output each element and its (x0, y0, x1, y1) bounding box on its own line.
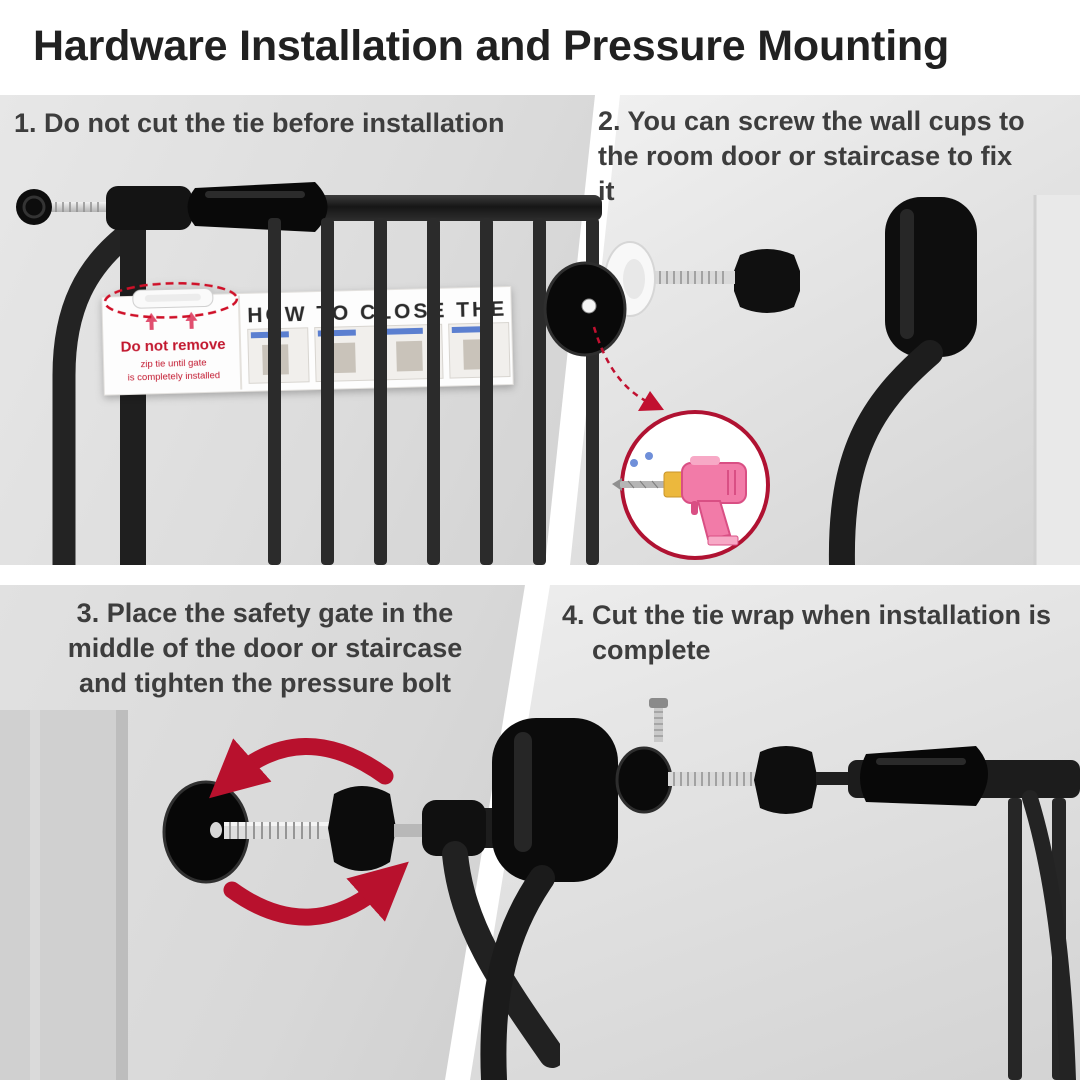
wall-cup-disc (543, 261, 627, 357)
threaded-rod (224, 822, 332, 839)
step-4-label: 4. Cut the tie wrap when installation is… (562, 600, 1052, 666)
warning-title: Do not remove (120, 336, 225, 356)
rotate-arrow-bottom-icon (223, 861, 409, 926)
small-screw (649, 698, 668, 742)
zip-tie-slot (144, 293, 201, 302)
grip-highlight (205, 191, 305, 198)
tension-knob (754, 746, 818, 814)
gate-support-leg (442, 841, 560, 1068)
gate-support-leg (52, 218, 145, 565)
door-frame (0, 710, 128, 1080)
drill-icon (612, 452, 747, 546)
dashed-arrow-icon (592, 326, 647, 403)
rotate-arrow-top-icon (209, 738, 394, 799)
warning-line2: zip tie until gate (140, 357, 206, 370)
gate-support-leg-right (1022, 790, 1076, 1080)
grip-handle (187, 182, 328, 232)
door-edge (1035, 195, 1080, 565)
wall-cup-exploded-photo (543, 195, 1080, 565)
up-arrow-icons (145, 311, 198, 330)
grip-handle (860, 746, 988, 806)
drill-badge (612, 410, 770, 560)
rail-bracket (106, 186, 192, 230)
gate-support-leg (480, 865, 555, 1080)
threaded-rod (655, 271, 735, 284)
step-2-label: 2. You can screw the wall cups to the ro… (598, 106, 1025, 207)
tighten-bolt-photo (0, 710, 560, 1080)
rod-stub (816, 772, 852, 785)
page-title: Hardware Installation and Pressure Mount… (33, 22, 950, 70)
warning-label: Do not remove zip tie until gate is comp… (101, 282, 514, 396)
tension-knob (328, 786, 396, 871)
gate-post (492, 718, 618, 882)
gate-post (885, 197, 977, 357)
rail-bracket (422, 800, 486, 856)
gate-with-warning-label-photo: Do not remove zip tie until gate is comp… (16, 182, 602, 565)
assembled-gate-photo (480, 698, 1080, 1080)
dashed-arrow-head (638, 391, 664, 411)
threaded-rod (668, 772, 756, 786)
wall-cup-disc (615, 746, 673, 814)
pressure-bolt (16, 189, 108, 225)
thumbnail (448, 322, 511, 379)
grip-highlight (876, 758, 966, 765)
rod-stub (394, 824, 424, 837)
tension-knob (734, 249, 800, 313)
gate-support-leg (828, 340, 943, 565)
warning-line3: is completely installed (128, 370, 221, 383)
step-3-label: 3. Place the safety gate in the middle o… (67, 598, 463, 699)
step-1-label: 1. Do not cut the tie before installatio… (14, 108, 505, 138)
